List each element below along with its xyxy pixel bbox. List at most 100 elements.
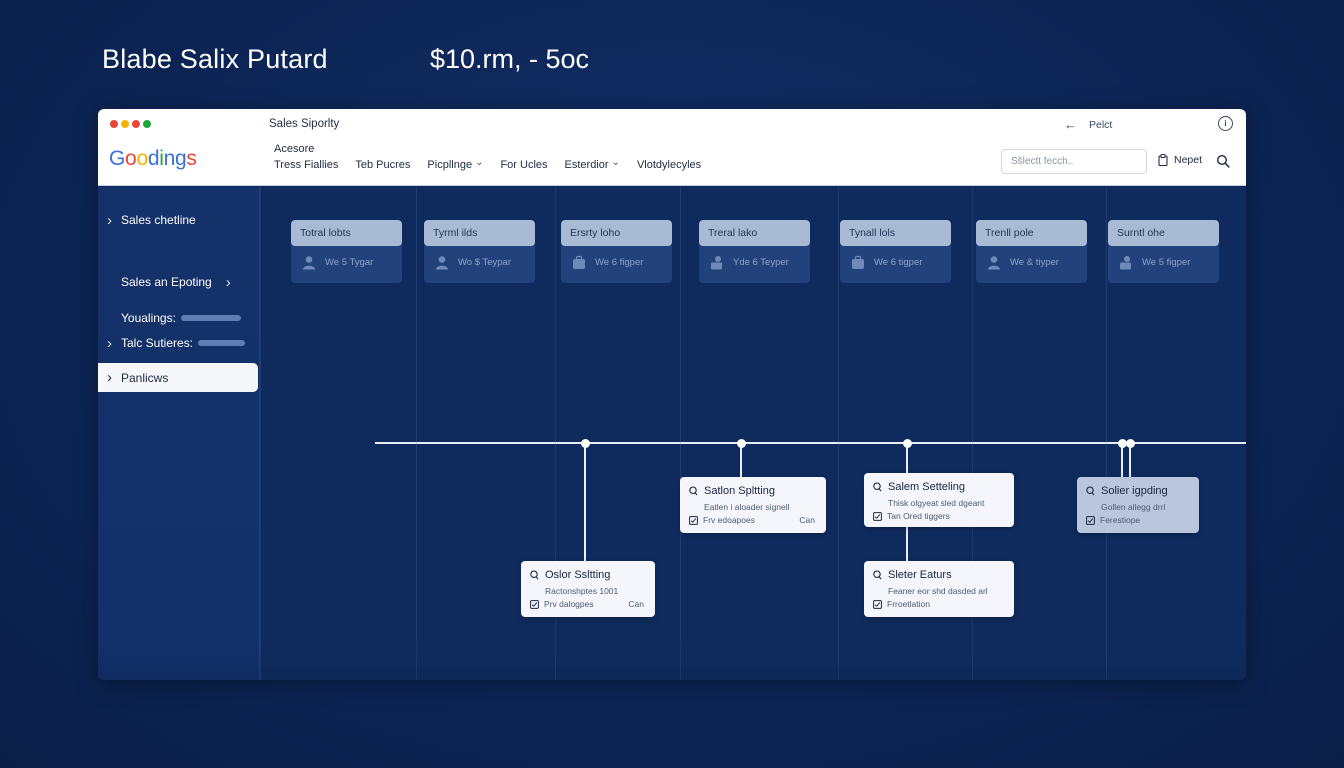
window-control-dot[interactable] (143, 120, 151, 128)
stage-body: We 5 Tygar (291, 246, 402, 270)
checkbox-icon[interactable] (1086, 515, 1095, 525)
nav-item-label: Tress Fiallies (274, 159, 339, 171)
progress-bar (198, 340, 246, 346)
top-bar: Goodings Sales Siporlty Acesore Tress Fi… (98, 109, 1246, 186)
window-controls (110, 120, 151, 128)
nav-item[interactable]: For Ucles (500, 159, 547, 171)
search-input[interactable] (1001, 149, 1147, 174)
back-button[interactable]: ← Pelct (1064, 117, 1112, 132)
nav-item[interactable]: Tress Fiallies (274, 159, 338, 171)
task-description: Thisk olgyeat sled dgeant (888, 498, 985, 508)
report-button[interactable]: Nepet (1158, 154, 1202, 166)
nav-item-label: For Ucles (500, 159, 548, 171)
brand-letter: G (109, 147, 126, 170)
sidebar-item[interactable]: Youalings: (98, 307, 258, 329)
stage-subtitle: We 6 tigper (874, 257, 923, 268)
nav-item[interactable]: Teb Pucres (355, 159, 410, 171)
sidebar-item-label: Panlicws (121, 370, 169, 385)
nav-item-label: Vlotdylecyles (636, 159, 702, 171)
checkbox-icon[interactable] (689, 515, 698, 525)
task-meta: Tan Ored tiggers (873, 511, 1004, 521)
user-badge-icon (1119, 255, 1133, 270)
clipboard-icon (1158, 154, 1168, 166)
column-divider (416, 187, 417, 680)
window-control-dot[interactable] (121, 120, 129, 128)
window-title: Sales Siporlty (269, 118, 340, 130)
stage-title: Treral lako (699, 220, 810, 246)
timeline-node[interactable] (736, 438, 746, 448)
stage-body: We & tiyper (976, 246, 1087, 270)
brand-letter: i (159, 147, 164, 170)
nav-item[interactable]: Picpllnge⌄ (427, 156, 484, 172)
timeline-node[interactable] (1117, 438, 1127, 448)
chevron-right-icon: › (107, 334, 112, 352)
report-label: Nepet (1174, 154, 1203, 166)
brand-letter: g (174, 147, 187, 170)
timeline-node[interactable] (902, 438, 912, 448)
timeline-connector (906, 527, 908, 561)
brand-logo[interactable]: Goodings (109, 147, 197, 171)
stage-title: Surntl ohe (1108, 220, 1219, 246)
hero-value: $10.rm, - 5oc (430, 44, 590, 74)
timeline-axis (375, 442, 1246, 444)
task-meta: Frroetlation (873, 599, 1004, 609)
back-label: Pelct (1089, 118, 1113, 131)
brand-letter: o (136, 147, 148, 170)
stage-title: Ersrty loho (561, 220, 672, 246)
task-meta-label: Prv dalogpes (544, 599, 594, 609)
hero-title: Blabe Salix Putard (102, 44, 328, 74)
task-title-row: Satlon Spltting (689, 485, 816, 497)
sidebar-item[interactable]: Sales an Epoting› (98, 271, 258, 293)
stage-body: We 5 figper (1108, 246, 1219, 270)
main-nav: Tress Fiallies Teb Pucres Picpllnge⌄ For Uc… (274, 156, 718, 172)
task-description: Ractonshptes 1001 (545, 586, 619, 596)
chevron-down-icon: ⌄ (611, 156, 620, 168)
brand-letter: o (125, 147, 137, 170)
timeline-node[interactable] (1125, 438, 1135, 448)
search-icon (873, 570, 882, 580)
column-divider (680, 187, 681, 680)
timeline-connector (584, 446, 586, 561)
sidebar-item[interactable]: ›Sales chetline (98, 209, 258, 231)
timeline-connector (740, 446, 742, 477)
stage-subtitle: Wo $ Teypar (458, 257, 511, 268)
task-title: Satlon Spltting (704, 485, 775, 497)
window-control-dot[interactable] (132, 120, 140, 128)
search-icon[interactable] (1216, 154, 1230, 168)
column-divider (838, 187, 839, 680)
nav-item-label: Teb Pucres (355, 159, 411, 171)
checkbox-icon[interactable] (873, 599, 882, 609)
sidebar-item-label: Talc Sutieres: (121, 336, 194, 350)
chevron-down-icon: ⌄ (475, 156, 484, 168)
checkbox-icon[interactable] (873, 511, 882, 521)
stage-body: Wo $ Teypar (424, 246, 535, 270)
info-circle-icon[interactable]: i (1218, 116, 1233, 131)
nav-item[interactable]: Vlotdylecyles (637, 159, 701, 171)
sidebar-item[interactable]: › Talc Sutieres: (98, 332, 258, 354)
task-title: Solier igpding (1101, 485, 1168, 497)
nav-item[interactable]: Esterdior⌄ (565, 156, 620, 172)
column-divider (972, 187, 973, 680)
sidebar-item[interactable]: ›Panlicws (98, 363, 258, 392)
nav-section-label: Acesore (274, 143, 315, 155)
timeline-node[interactable] (580, 438, 590, 448)
task-meta-label: Ferestiope (1100, 515, 1141, 525)
window-control-dot[interactable] (110, 120, 118, 128)
checkbox-icon[interactable] (530, 599, 539, 609)
